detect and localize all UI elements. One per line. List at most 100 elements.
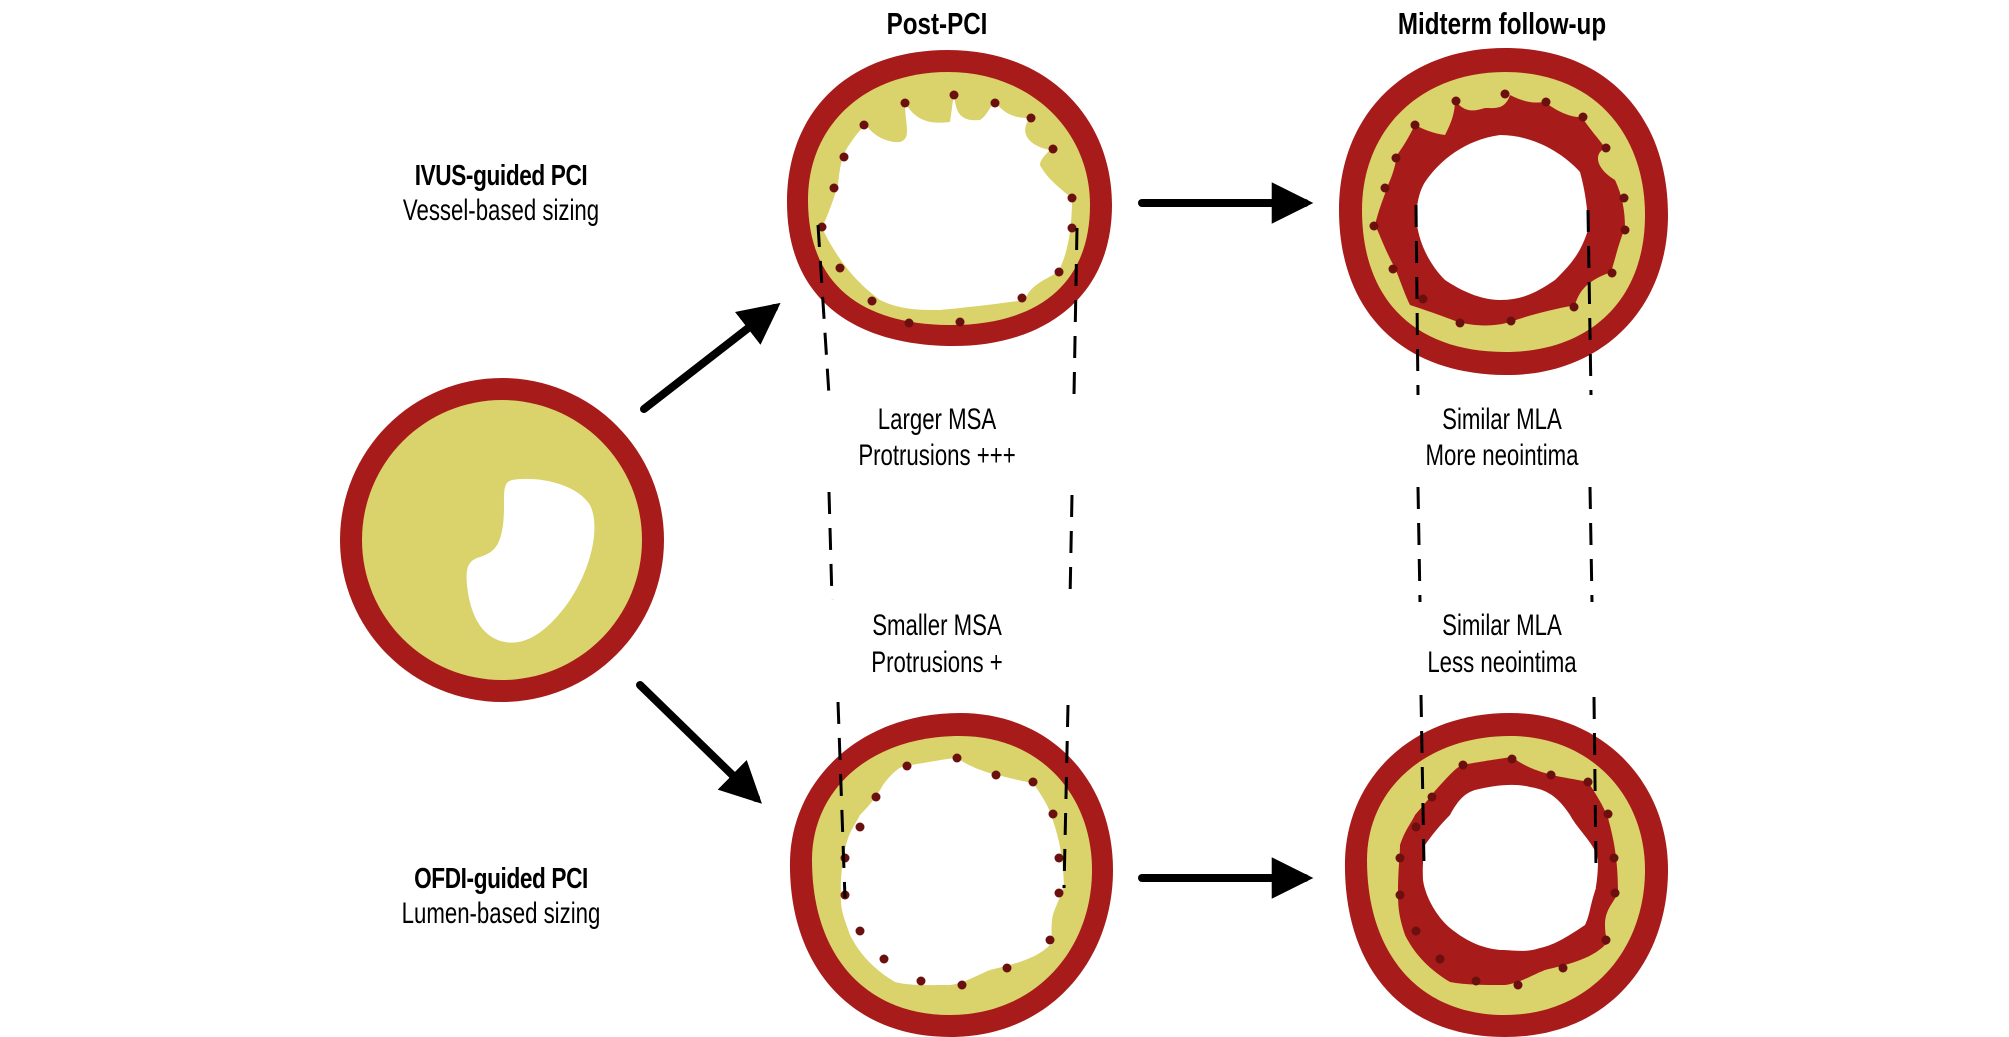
ofdi-post-strut [1048, 809, 1058, 819]
ofdi-followup-finding-2: Less neointima [1427, 646, 1577, 679]
guide-post-right-low [1062, 704, 1070, 889]
ofdi-followup-strut [1411, 926, 1421, 936]
ivus-followup-strut [1451, 96, 1461, 106]
ivus-followup-strut [1541, 97, 1551, 107]
ofdi-followup-strut [1610, 888, 1620, 898]
arrow-to-ivus-post [640, 302, 781, 413]
ivus-post-strut [949, 90, 959, 100]
ofdi-arm-subtitle: Lumen-based sizing [401, 897, 601, 930]
ivus-followup-strut [1619, 193, 1629, 203]
ivus-post-strut [867, 296, 877, 306]
ivus-arm-subtitle: Vessel-based sizing [402, 194, 600, 227]
ivus-followup-strut [1455, 318, 1465, 328]
ofdi-post-strut [1054, 853, 1064, 863]
post-pci-title: Post-PCI [886, 6, 988, 41]
ofdi-post-strut [1028, 777, 1038, 787]
ofdi-followup-lumen [1422, 784, 1598, 951]
ofdi-followup-strut [1583, 777, 1593, 787]
ofdi-arm-title: OFDI-guided PCI [414, 863, 588, 895]
ivus-followup-finding-1: Similar MLA [1442, 403, 1562, 436]
ofdi-followup-strut [1513, 980, 1523, 990]
ofdi-post-strut [879, 954, 889, 964]
ofdi-post-strut [855, 926, 865, 936]
guide-post-right [1072, 227, 1079, 396]
ofdi-followup-finding-1: Similar MLA [1442, 609, 1562, 642]
ivus-followup-strut [1607, 268, 1617, 278]
ivus-post-strut [1054, 267, 1064, 277]
ofdi-followup-strut [1507, 754, 1517, 764]
ofdi-followup-strut [1601, 935, 1611, 945]
ivus-post-strut [955, 317, 965, 327]
ofdi-followup-strut [1435, 954, 1445, 964]
baseline-lumen [466, 478, 595, 643]
ivus-post-strut [1017, 293, 1027, 303]
ivus-post-strut [990, 98, 1000, 108]
guide-fu-right [1586, 209, 1593, 396]
ivus-followup-strut [1380, 183, 1390, 193]
followup-title: Midterm follow-up [1397, 6, 1607, 41]
ofdi-followup-strut [1609, 853, 1619, 863]
guide-fu-right-low [1592, 696, 1598, 869]
ivus-followup-strut [1620, 225, 1630, 235]
guide-fu-left [1414, 204, 1420, 396]
ivus-followup-strut [1601, 143, 1611, 153]
ofdi-followup-strut [1558, 963, 1568, 973]
ofdi-post-strut [871, 792, 881, 802]
ivus-arm-title: IVUS-guided PCI [414, 160, 588, 192]
ofdi-post-lumen [840, 758, 1064, 986]
ofdi-post-strut [1045, 935, 1055, 945]
ivus-followup-strut [1369, 221, 1379, 231]
ivus-followup-finding-2: More neointima [1425, 439, 1579, 472]
ivus-followup-strut [1500, 89, 1510, 99]
guide-post-left [816, 224, 831, 396]
ivus-post-strut [859, 120, 869, 130]
ofdi-followup-strut [1427, 792, 1437, 802]
ofdi-followup-strut [1546, 770, 1556, 780]
ofdi-post-strut [855, 822, 865, 832]
ofdi-post-strut [1054, 888, 1064, 898]
ivus-post-strut [1048, 144, 1058, 154]
ofdi-post-strut [1002, 963, 1012, 973]
ivus-post-strut [835, 263, 845, 273]
ivus-post-strut [829, 183, 839, 193]
ofdi-followup-vessel [1344, 713, 1668, 1037]
ivus-followup-lumen [1416, 135, 1588, 300]
ivus-followup-strut [1569, 302, 1579, 312]
ivus-post-strut [900, 98, 910, 108]
ofdi-followup-strut [1395, 890, 1405, 900]
ivus-post-finding-1: Larger MSA [877, 403, 997, 436]
ivus-post-vessel [786, 50, 1112, 347]
ofdi-post-vessel [789, 713, 1113, 1037]
ivus-followup-vessel [1339, 48, 1668, 376]
ivus-post-strut [1067, 193, 1077, 203]
guide-fu-right-mid [1588, 486, 1594, 603]
ivus-post-lumen [822, 95, 1072, 310]
guide-post-left-mid [827, 491, 834, 601]
ofdi-followup-strut [1458, 760, 1468, 770]
ivus-followup-strut [1578, 112, 1588, 122]
baseline-vessel [340, 378, 664, 702]
stent-struts [817, 89, 1630, 990]
ivus-post-strut [1067, 223, 1077, 233]
ofdi-post-strut [991, 770, 1001, 780]
guide-fu-left-mid [1416, 486, 1422, 603]
ivus-followup-strut [1410, 120, 1420, 130]
ofdi-followup-strut [1471, 976, 1481, 986]
guide-post-right-mid [1068, 494, 1074, 601]
ivus-post-finding-2: Protrusions +++ [858, 439, 1016, 472]
ivus-followup-strut [1388, 264, 1398, 274]
ivus-post-strut [904, 318, 914, 328]
ofdi-post-finding-2: Protrusions + [871, 646, 1003, 679]
ivus-post-strut [839, 152, 849, 162]
ofdi-post-strut [902, 761, 912, 771]
ofdi-post-strut [916, 976, 926, 986]
guide-post-left-low [836, 701, 847, 899]
ivus-followup-strut [1391, 153, 1401, 163]
arrow-to-ofdi-post [636, 681, 762, 804]
ofdi-post-strut [952, 753, 962, 763]
ivus-followup-strut [1506, 316, 1516, 326]
ofdi-followup-strut [1395, 853, 1405, 863]
ivus-followup-strut [1418, 294, 1428, 304]
guide-fu-left-low [1419, 694, 1426, 866]
